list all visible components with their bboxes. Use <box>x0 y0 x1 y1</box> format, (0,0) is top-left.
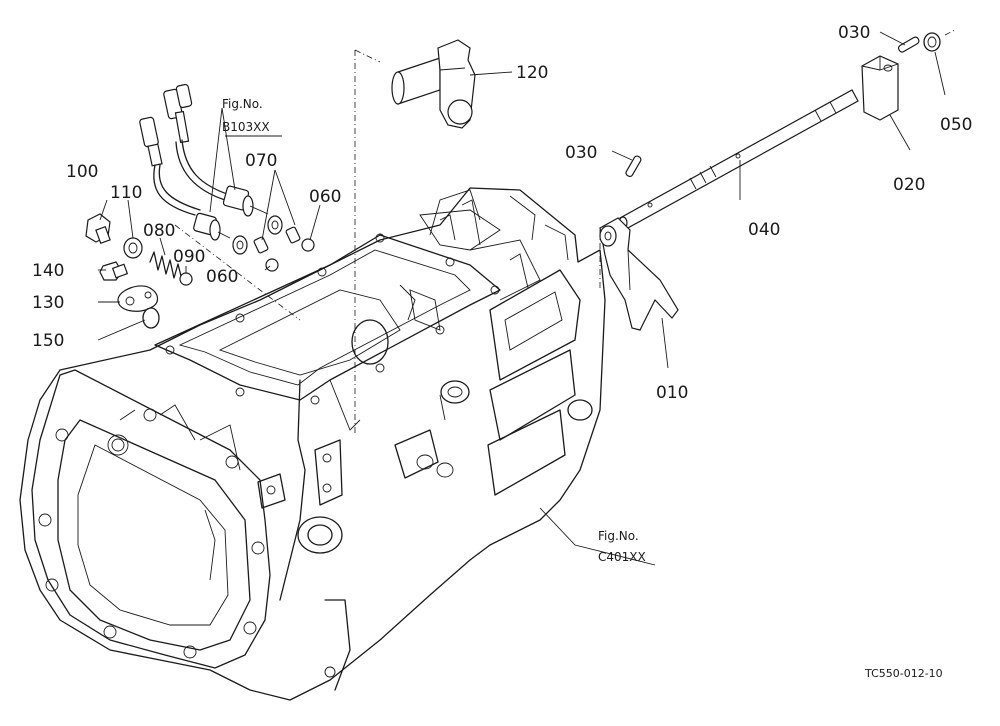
part-labels: 120 030 050 020 030 040 010 100 110 080 … <box>32 23 972 403</box>
part-label-030[interactable]: 030 <box>565 143 597 163</box>
figure-ref-prefix: Fig.No. <box>222 97 263 111</box>
part-label-130[interactable]: 130 <box>32 293 64 313</box>
part-060-ball[interactable] <box>265 238 315 272</box>
part-090-ball[interactable] <box>179 272 193 286</box>
part-130-plate[interactable] <box>117 285 159 312</box>
part-010-shift-fork[interactable] <box>599 217 679 331</box>
leader-lines <box>97 31 946 566</box>
part-label-120[interactable]: 120 <box>516 63 548 83</box>
centerline <box>944 29 956 36</box>
centerline <box>354 49 381 63</box>
part-label-060[interactable]: 060 <box>206 267 238 287</box>
figure-ref-c401xx[interactable]: Fig.No. C401XX <box>598 529 646 564</box>
part-label-150[interactable]: 150 <box>32 331 64 351</box>
part-label-140[interactable]: 140 <box>32 261 64 281</box>
part-label-080[interactable]: 080 <box>143 221 175 241</box>
part-070-plunger[interactable] <box>253 226 301 254</box>
part-label-050[interactable]: 050 <box>940 115 972 135</box>
part-label-100[interactable]: 100 <box>66 162 98 182</box>
part-100-plug[interactable] <box>85 213 111 245</box>
figure-ref-code: B103XX <box>222 120 270 134</box>
switch-assembly <box>139 83 269 241</box>
part-label-010[interactable]: 010 <box>656 383 688 403</box>
part-label-020[interactable]: 020 <box>893 175 925 195</box>
part-020-shift-block[interactable] <box>861 55 899 121</box>
part-050-snap-ring[interactable] <box>923 32 941 52</box>
part-040-shift-rod[interactable] <box>618 89 859 230</box>
centerline <box>174 224 301 321</box>
part-label-030[interactable]: 030 <box>838 23 870 43</box>
part-080-spring[interactable] <box>149 251 183 281</box>
figure-ref-prefix: Fig.No. <box>598 529 639 543</box>
part-label-110[interactable]: 110 <box>110 183 142 203</box>
part-030-pin[interactable] <box>897 36 920 53</box>
part-070-washer[interactable] <box>232 215 283 255</box>
part-label-070[interactable]: 070 <box>245 151 277 171</box>
figure-ref-b103xx[interactable]: Fig.No. B103XX <box>222 97 270 134</box>
part-120-shift-lever[interactable] <box>391 39 476 129</box>
part-150-o-ring[interactable] <box>142 307 160 329</box>
part-label-060[interactable]: 060 <box>309 187 341 207</box>
part-110-washer[interactable] <box>123 237 143 259</box>
part-140-bolt[interactable] <box>99 261 129 281</box>
diagram-code: TC550-012-10 <box>864 667 943 680</box>
figure-ref-code: C401XX <box>598 550 646 564</box>
part-030-pin[interactable] <box>625 155 642 178</box>
transmission-housing <box>19 187 606 701</box>
part-label-090[interactable]: 090 <box>173 247 205 267</box>
part-label-040[interactable]: 040 <box>748 220 780 240</box>
